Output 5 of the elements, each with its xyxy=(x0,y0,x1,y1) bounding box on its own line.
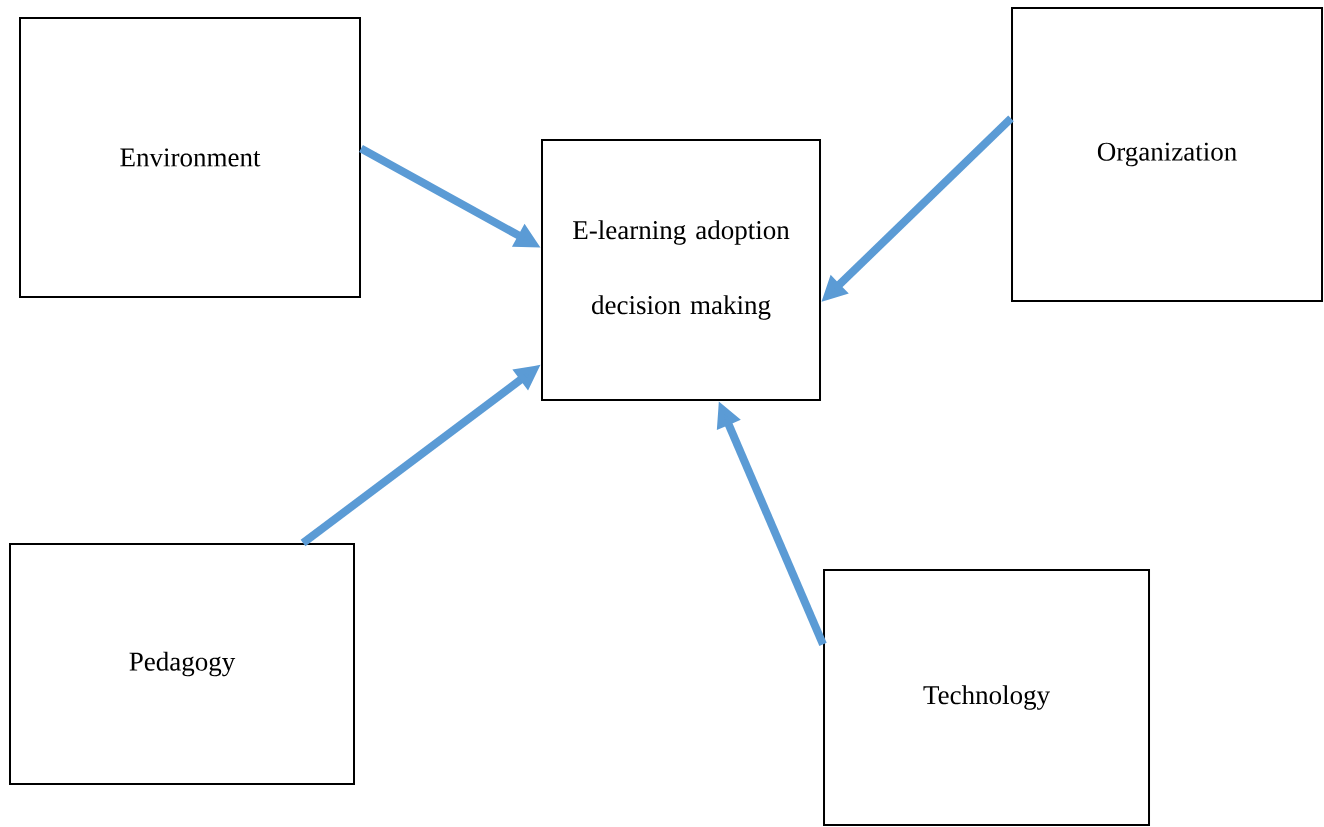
text-box: Pedagogy xyxy=(9,543,355,785)
text-box: Environment xyxy=(19,17,361,298)
text-box: Technology xyxy=(823,569,1150,826)
text-box: Organization xyxy=(1011,7,1323,302)
text-box: E-learning adoption decision making xyxy=(541,139,821,401)
